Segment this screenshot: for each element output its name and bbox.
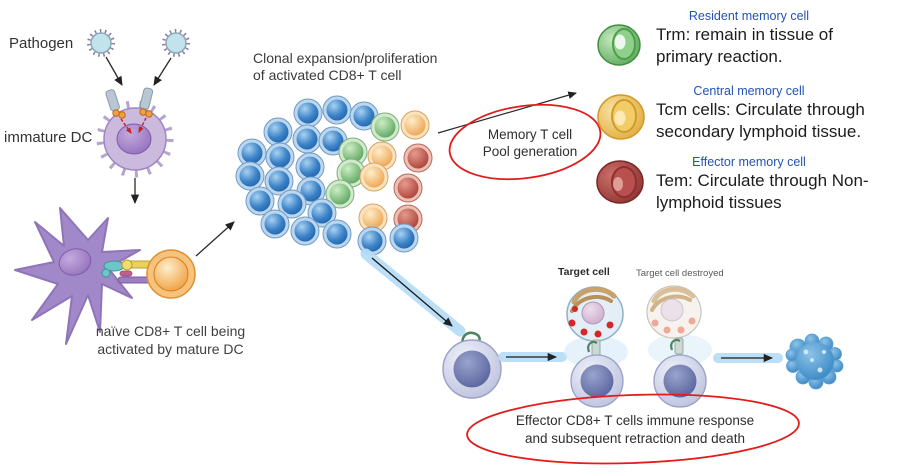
memory-cell-type: Central memory cell (693, 84, 805, 98)
tcell-under-live-target (570, 339, 624, 408)
central-memory-cell-icon (597, 94, 645, 140)
pathogen-icon-2 (162, 29, 190, 57)
tcr-receptor-complex (101, 259, 153, 284)
target-cell-destroyed-icon (646, 285, 702, 339)
memory-cell-description: Trm: remain in tissue of primary reactio… (656, 25, 833, 66)
apoptotic-cell (785, 333, 844, 390)
mature-dc-cell (14, 207, 141, 345)
arrow-pathogen-2 (153, 57, 172, 86)
naive-cd8-tcell (146, 249, 196, 299)
tcell-under-destroyed-target (653, 337, 707, 408)
arrow-cluster-to-effector (360, 248, 466, 337)
immature-dc-label: immature DC (4, 129, 93, 146)
clonal-expansion-cluster (235, 95, 433, 256)
pathogen-label: Pathogen (9, 35, 74, 52)
effector-response-label: Effector CD8+ T cells immune response an… (515, 413, 755, 446)
target-cell-label: Target cell (558, 266, 610, 278)
memory-cell-description: Tem: Circulate through Non- lymphoid tis… (656, 171, 869, 212)
effector-memory-cell-icon (596, 160, 644, 204)
target-cell-destroyed-label: Target cell destroyed (636, 268, 724, 279)
memory-cell-description: Tcm cells: Circulate through secondary l… (656, 100, 865, 141)
naive-activation-label: naïve CD8+ T cell being activated by mat… (95, 323, 246, 357)
arrow-cluster-to-memory (437, 91, 577, 134)
memory-pool-label: Memory T cell Pool generation (482, 127, 578, 159)
memory-cell-block-resident: Resident memory cell Trm: remain in tiss… (656, 9, 906, 68)
pathogen-icon-1 (87, 29, 115, 57)
immature-dc-cell (96, 87, 174, 178)
resident-memory-cell-icon (597, 24, 641, 66)
memory-cell-type: Effector memory cell (692, 155, 806, 169)
memory-cell-block-central: Central memory cell Tcm cells: Circulate… (656, 84, 906, 143)
target-cell-live (566, 286, 624, 342)
memory-cell-block-effector: Effector memory cell Tem: Circulate thro… (656, 155, 906, 214)
arrow-naive-to-cluster (195, 221, 235, 257)
effector-response-oval (466, 393, 800, 465)
arrow-pathogen-1 (105, 56, 123, 86)
clonal-expansion-label: Clonal expansion/proliferation of activa… (253, 50, 438, 83)
effector-tcell (442, 331, 502, 399)
memory-pool-oval (448, 103, 602, 181)
memory-cell-type: Resident memory cell (688, 9, 810, 23)
